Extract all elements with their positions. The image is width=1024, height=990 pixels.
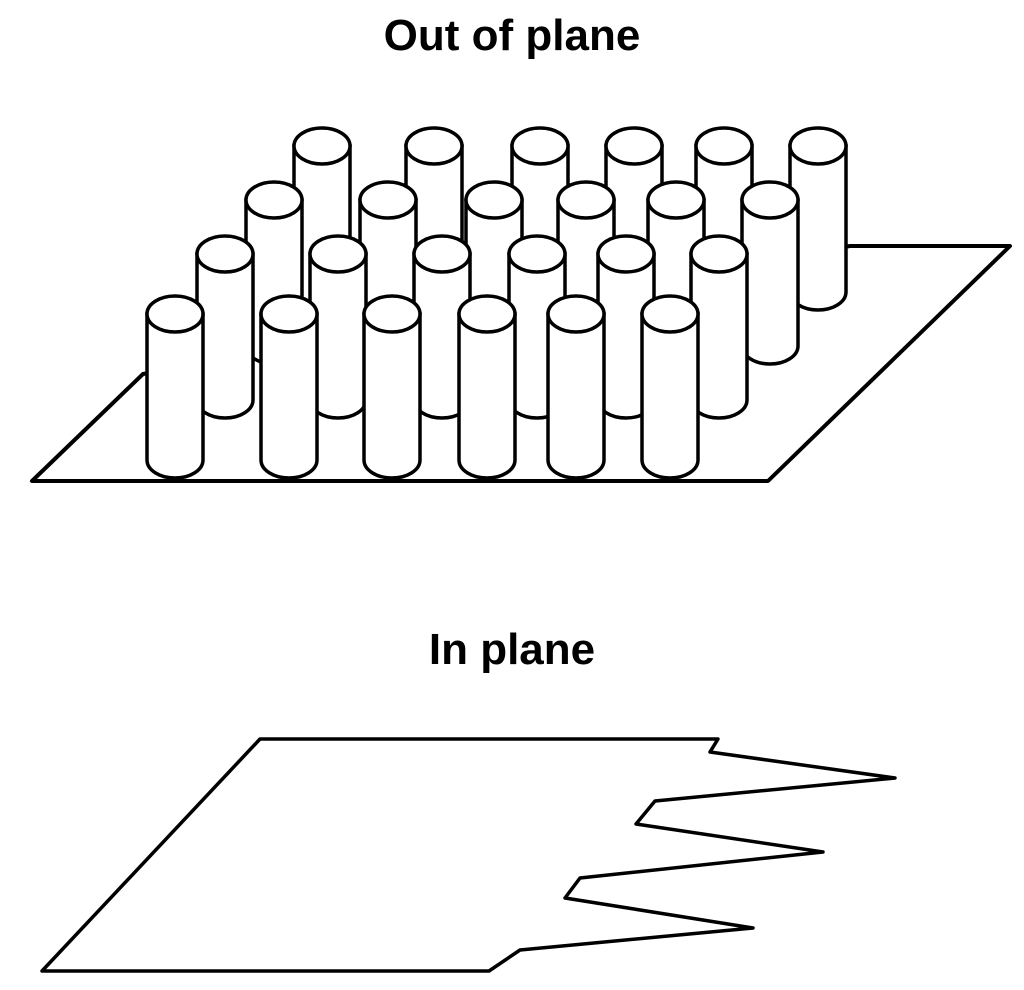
- pillar-cap: [646, 180, 706, 220]
- pillar-cap: [362, 294, 422, 334]
- pillar-body: [640, 312, 700, 480]
- pillar-cap: [292, 126, 352, 166]
- pillar-cap: [507, 234, 567, 274]
- pillar-r2-c6: [740, 180, 800, 366]
- pillar-r4-c6: [640, 294, 700, 480]
- pillar-cap: [640, 294, 700, 334]
- pillar-cap: [412, 234, 472, 274]
- pillar-cap: [464, 180, 524, 220]
- pillar-r4-c1: [145, 294, 205, 480]
- pillar-array: [145, 126, 848, 480]
- pillar-body: [145, 312, 205, 480]
- in-plane-sheet: [40, 737, 897, 973]
- pillar-body: [195, 252, 255, 420]
- pillar-cap: [604, 126, 664, 166]
- pillar-cap: [596, 234, 656, 274]
- pillar-body: [740, 198, 800, 366]
- pillar-cap: [259, 294, 319, 334]
- pillar-r4-c3: [362, 294, 422, 480]
- pillar-r3-c3: [412, 234, 472, 420]
- pillar-r1-c6: [788, 126, 848, 312]
- pillar-r4-c4: [457, 294, 517, 480]
- pillar-cap: [145, 294, 205, 334]
- pillar-r3-c6: [689, 234, 749, 420]
- pillar-r4-c2: [259, 294, 319, 480]
- pillar-body: [546, 312, 606, 480]
- pillar-cap: [788, 126, 848, 166]
- pillar-cap: [308, 234, 368, 274]
- pillar-cap: [358, 180, 418, 220]
- out-of-plane-label: Out of plane: [383, 11, 641, 60]
- pillar-cap: [689, 234, 749, 274]
- pillar-cap: [556, 180, 616, 220]
- pillar-cap: [510, 126, 570, 166]
- pillar-cap: [244, 180, 304, 220]
- pillar-cap: [457, 294, 517, 334]
- pillar-r4-c5: [546, 294, 606, 480]
- pillar-cap: [546, 294, 606, 334]
- pillar-body: [362, 312, 422, 480]
- pillar-r3-c1: [195, 234, 255, 420]
- pillar-body: [457, 312, 517, 480]
- in-plane-label: In plane: [428, 625, 596, 674]
- pillar-body: [259, 312, 319, 480]
- pillar-cap: [195, 234, 255, 274]
- pillar-cap: [740, 180, 800, 220]
- pillar-cap: [694, 126, 754, 166]
- pillar-cap: [404, 126, 464, 166]
